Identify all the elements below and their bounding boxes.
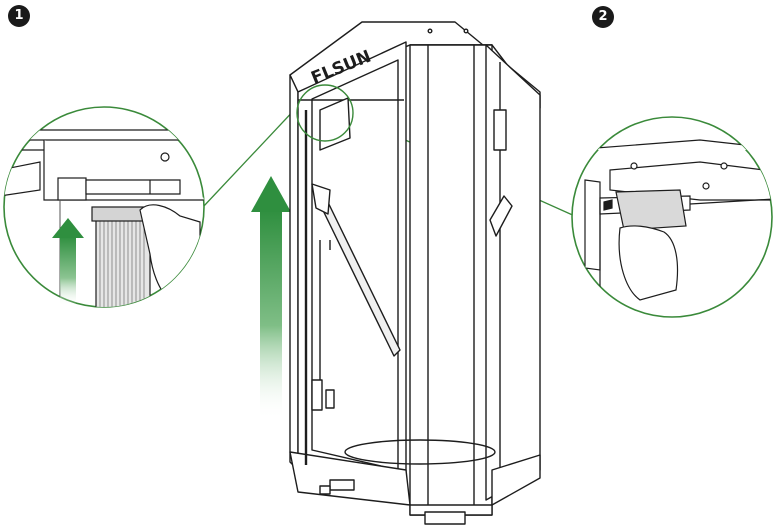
- up-arrow-icon: [251, 176, 291, 420]
- detail-circle-1: [0, 107, 210, 320]
- printer-illustration: FLSUN: [290, 22, 540, 524]
- callout-line-1: [203, 106, 298, 207]
- detail-circle-2: [570, 117, 778, 317]
